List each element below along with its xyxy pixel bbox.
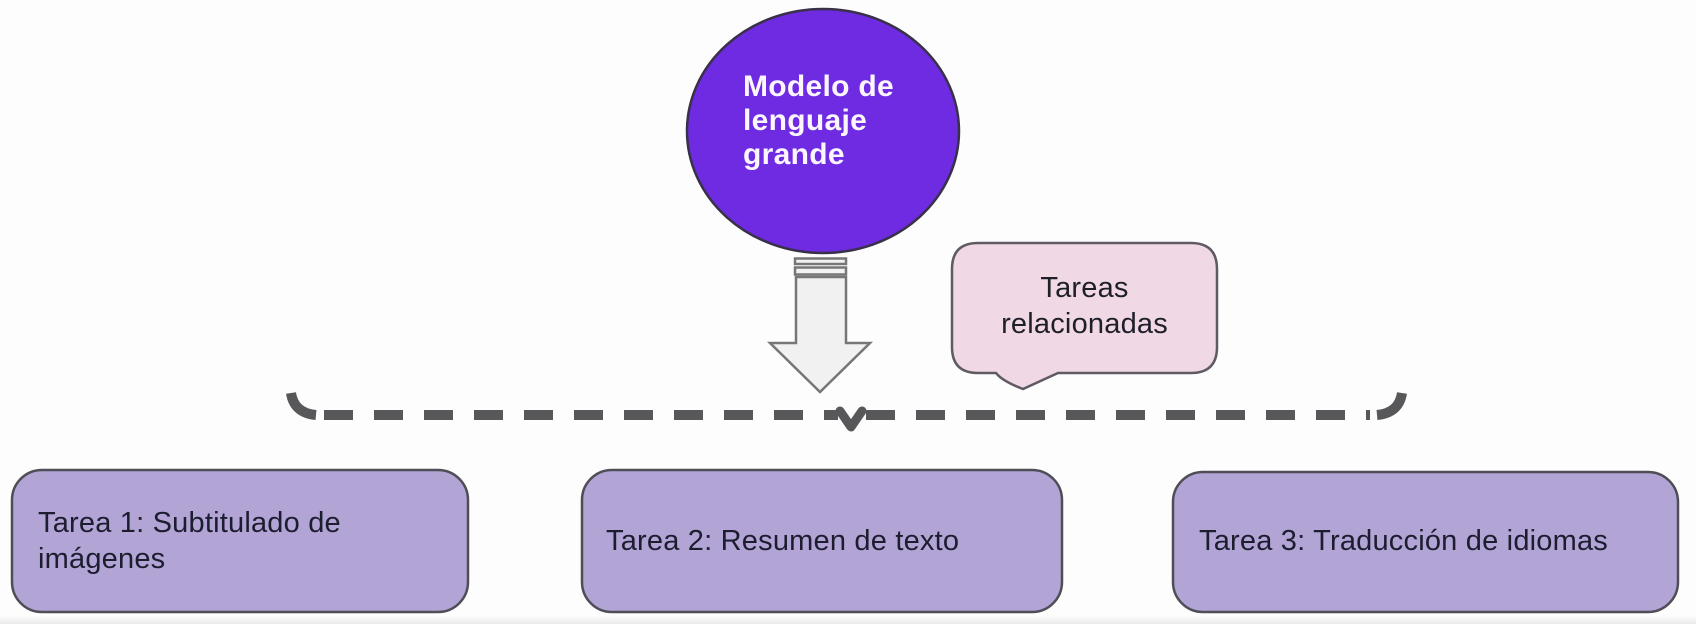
task-2-label: Tarea 2: Resumen de texto	[606, 525, 960, 557]
task-3-box-label: Tarea 3: Traducción de idiomas	[1173, 470, 1678, 612]
task-box-3	[1171, 470, 1680, 614]
brace-connector	[286, 391, 1407, 432]
task-3-label: Tarea 3: Traducción de idiomas	[1199, 525, 1608, 557]
task-1-label: Tarea 1: Subtitulado de imágenes	[38, 507, 341, 575]
striped-down-arrow-icon	[766, 257, 874, 394]
central-node-ellipse	[685, 7, 961, 255]
task-2-box-label: Tarea 2: Resumen de texto	[582, 470, 1062, 612]
task-1-box-label: Tarea 1: Subtitulado de imágenes	[12, 470, 468, 612]
central-node-label: Modelo de lenguaje grande	[743, 70, 895, 171]
callout-label: Tareas relacionadas	[1001, 272, 1168, 340]
task-box-1	[10, 468, 470, 614]
callout-bubble-shape	[950, 241, 1219, 391]
bottom-edge-shadow	[0, 615, 1696, 624]
task-box-2	[580, 468, 1064, 614]
